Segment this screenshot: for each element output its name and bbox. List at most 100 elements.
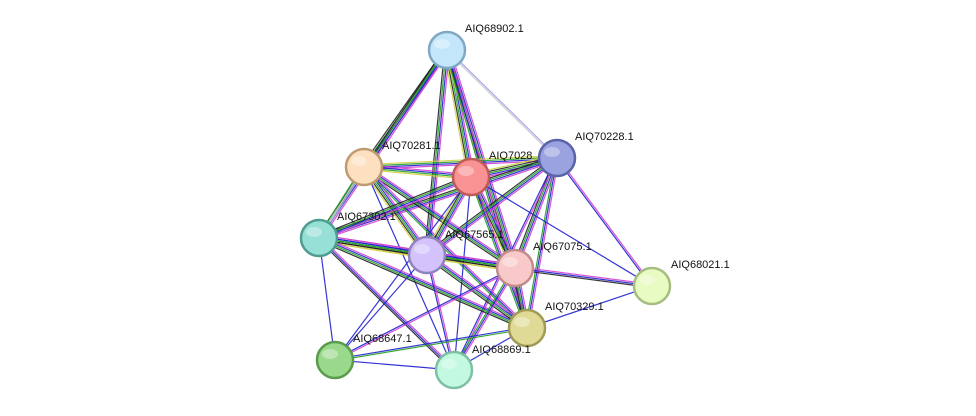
edge-evidence-line <box>426 156 557 255</box>
edge-evidence-line <box>318 156 557 238</box>
edge-evidence-line <box>526 285 653 329</box>
edge-aiq67075-1-aiq68647-1 <box>334 266 516 362</box>
node-aiq67302-1[interactable] <box>299 218 339 258</box>
node-highlight <box>441 359 457 369</box>
edge-evidence-line <box>427 50 449 256</box>
edge-aiq70329-1-aiq68021-1 <box>526 285 653 329</box>
edge-aiq7028-aiq67302-1 <box>317 174 473 241</box>
edge-evidence-line <box>515 158 559 269</box>
edge-evidence-line <box>515 265 653 286</box>
edge-evidence-line <box>334 176 472 361</box>
node-label-aiq70228-1: AIQ70228.1 <box>575 131 634 143</box>
edge-evidence-line <box>468 177 527 329</box>
edge-evidence-line <box>335 328 528 362</box>
edge-evidence-line <box>334 266 515 360</box>
edge-evidence-line <box>363 155 557 166</box>
label-layer: AIQ68902.1AIQ70228.1AIQ70281.1AIQ7028AIQ… <box>337 23 730 356</box>
edge-evidence-line <box>449 48 519 268</box>
node-aiq67565-1[interactable] <box>407 235 447 275</box>
node-circle[interactable] <box>315 340 355 380</box>
edge-evidence-line <box>317 239 527 331</box>
node-highlight <box>414 244 430 254</box>
node-highlight <box>306 227 322 237</box>
edge-aiq67565-1-aiq70329-1 <box>425 252 529 331</box>
node-label-aiq67565-1: AIQ67565.1 <box>445 229 504 241</box>
edge-evidence-line <box>334 326 527 360</box>
edge-aiq70329-1-aiq68647-1 <box>334 326 528 362</box>
node-layer <box>299 30 672 390</box>
edge-evidence-line <box>317 238 454 372</box>
edge-evidence-line <box>319 159 558 241</box>
node-aiq68647-1[interactable] <box>315 340 355 380</box>
node-aiq67075-1[interactable] <box>495 248 535 288</box>
node-highlight <box>544 147 560 157</box>
node-circle[interactable] <box>344 147 384 187</box>
edge-evidence-line <box>514 268 652 289</box>
node-circle[interactable] <box>451 157 491 197</box>
edge-evidence-line <box>454 268 517 372</box>
edge-evidence-line <box>425 255 454 371</box>
node-aiq70281-1[interactable] <box>344 147 384 187</box>
edge-evidence-line <box>319 178 473 241</box>
node-highlight <box>351 156 367 166</box>
edge-aiq7028-aiq68021-1 <box>470 176 653 287</box>
node-circle[interactable] <box>427 30 467 70</box>
edge-evidence-line <box>364 165 516 268</box>
edge-evidence-line <box>364 165 529 328</box>
node-highlight <box>502 257 518 267</box>
node-label-aiq7028: AIQ7028 <box>489 150 532 162</box>
node-circle[interactable] <box>632 266 672 306</box>
edge-aiq68647-1-aiq68869-1 <box>334 359 455 371</box>
edge-evidence-line <box>428 50 450 256</box>
node-aiq7028[interactable] <box>451 157 491 197</box>
node-circle[interactable] <box>299 218 339 258</box>
edge-evidence-line <box>319 158 558 240</box>
node-circle[interactable] <box>507 308 547 348</box>
edge-evidence-line <box>426 255 527 330</box>
node-highlight <box>639 275 655 285</box>
node-aiq68902-1[interactable] <box>427 30 467 70</box>
edge-aiq67302-1-aiq68647-1 <box>318 237 336 361</box>
node-label-aiq68869-1: AIQ68869.1 <box>472 344 531 356</box>
edge-evidence-line <box>335 268 516 362</box>
edge-aiq67565-1-aiq68647-1 <box>334 254 428 361</box>
edge-evidence-line <box>446 50 557 159</box>
node-circle[interactable] <box>495 248 535 288</box>
edge-evidence-line <box>319 236 528 328</box>
node-aiq68869-1[interactable] <box>434 350 474 390</box>
node-label-aiq67302-1: AIQ67302.1 <box>337 211 396 223</box>
edge-evidence-line <box>363 166 528 329</box>
edge-evidence-line <box>318 237 336 361</box>
node-aiq68021-1[interactable] <box>632 266 672 306</box>
node-circle[interactable] <box>434 350 474 390</box>
node-label-aiq70281-1: AIQ70281.1 <box>382 140 441 152</box>
edge-evidence-line <box>470 176 528 329</box>
edge-evidence-line <box>425 49 447 255</box>
edge-evidence-line <box>425 155 556 254</box>
edge-evidence-line <box>320 51 450 240</box>
node-highlight <box>322 349 338 359</box>
edge-aiq7028-aiq68869-1 <box>453 176 472 371</box>
edge-evidence-line <box>444 50 471 178</box>
edge-evidence-line <box>447 49 558 158</box>
edge-evidence-line <box>514 267 653 287</box>
edge-aiq70281-1-aiq67075-1 <box>362 164 517 271</box>
edge-evidence-line <box>555 158 652 287</box>
edge-aiq67075-1-aiq68021-1 <box>514 265 653 289</box>
edge-evidence-line <box>318 238 527 330</box>
edge-evidence-line <box>557 157 654 286</box>
node-circle[interactable] <box>407 235 447 275</box>
edge-evidence-line <box>453 176 472 371</box>
edge-aiq67075-1-aiq68869-1 <box>452 266 517 372</box>
edge-evidence-line <box>362 168 514 271</box>
edge-evidence-line <box>319 235 529 327</box>
node-circle[interactable] <box>537 138 577 178</box>
edge-aiq70228-1-aiq68021-1 <box>555 157 654 287</box>
node-aiq70228-1[interactable] <box>537 138 577 178</box>
edge-evidence-line <box>524 157 557 328</box>
edge-evidence-line <box>318 155 557 237</box>
node-aiq70329-1[interactable] <box>507 308 547 348</box>
node-highlight <box>514 317 530 327</box>
